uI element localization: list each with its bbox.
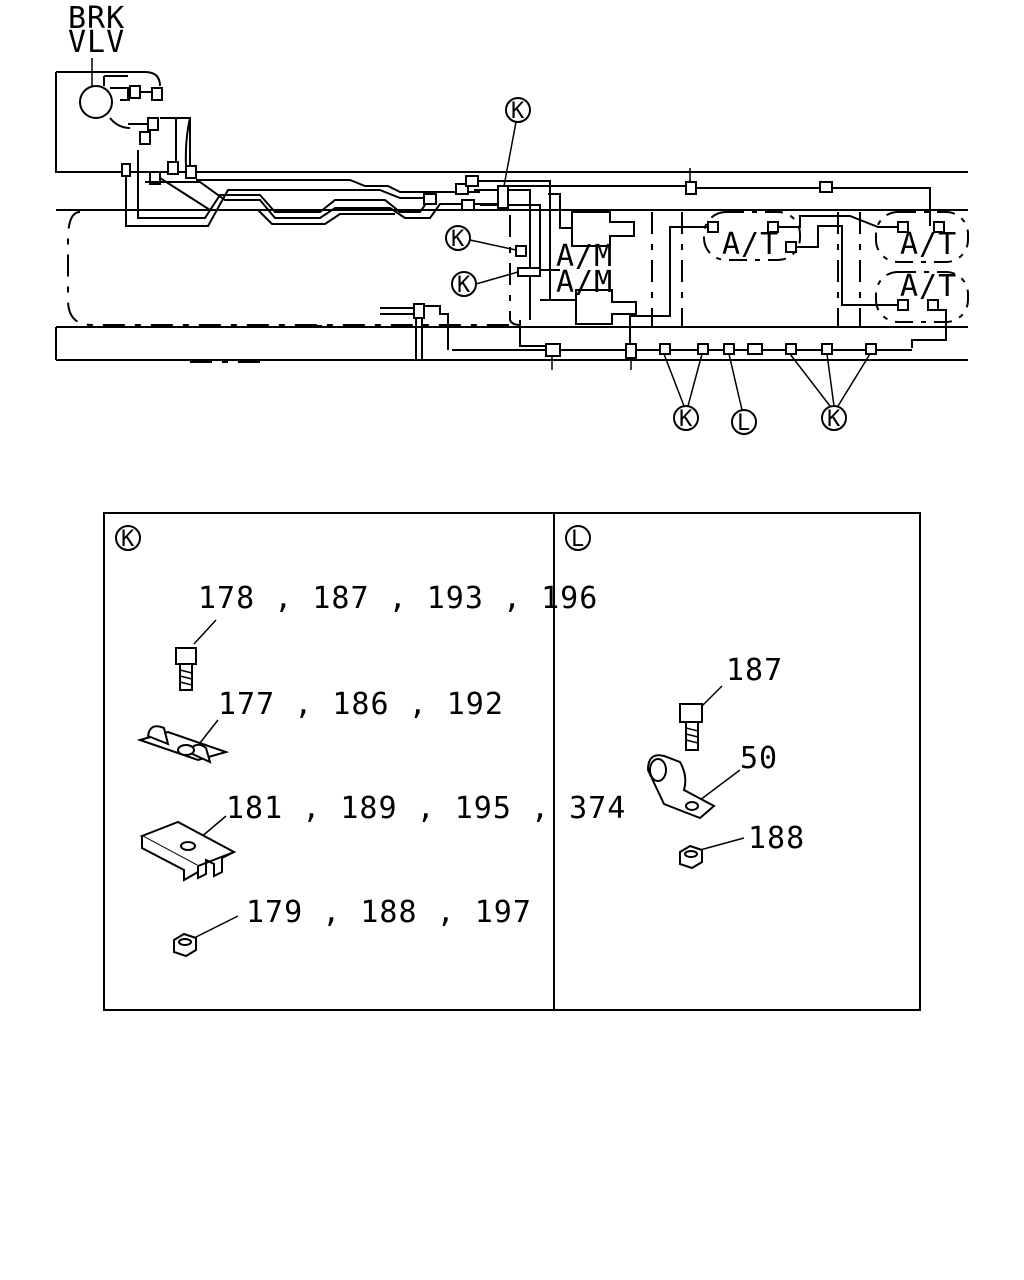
pipe-main-5	[196, 179, 458, 193]
brake-valve-label-line2: VLV	[68, 25, 125, 60]
k-bracket-part-numbers: 181 , 189 , 195 , 374	[226, 791, 626, 826]
bolt-icon	[175, 619, 217, 691]
at-right-upper-label: A/T	[900, 227, 957, 262]
piping-assembly: BRK VLV	[55, 1, 969, 436]
pipe-clamp-icon	[646, 754, 741, 820]
nut-icon-l	[679, 837, 745, 870]
k-nut-part-numbers: 179 , 188 , 197	[246, 895, 532, 930]
am-lower-label: A/M	[556, 265, 613, 300]
frame-outline-upper	[55, 71, 968, 173]
pipe-clip-icon	[136, 719, 230, 764]
pipe-main-2	[137, 150, 431, 219]
detail-k-panel: K 178 , 187 , 193 , 196 177 , 186 , 192 …	[115, 525, 626, 958]
k-bolt-part-numbers: 178 , 187 , 193 , 196	[198, 581, 598, 616]
at-unit-right-upper	[875, 211, 969, 263]
nut-icon	[173, 915, 239, 958]
detail-panels: K 178 , 187 , 193 , 196 177 , 186 , 192 …	[103, 512, 921, 1011]
am-unit-lower	[575, 289, 637, 325]
at-unit-middle	[703, 211, 801, 261]
callout-k-bottom-left: K	[679, 407, 693, 432]
brake-valve-label-line1: BRK	[68, 1, 125, 36]
detail-frame	[103, 512, 921, 1011]
pipe-main-1	[125, 176, 420, 227]
am-unit-upper	[571, 211, 635, 247]
at-right-lower-label: A/T	[900, 269, 957, 304]
pipe-main-3	[145, 181, 500, 219]
detail-l-marker: L	[571, 527, 584, 552]
bracket-icon	[139, 815, 237, 882]
detail-l-panel: L 187 50 188	[565, 525, 805, 870]
l-bolt-part-numbers: 187	[726, 653, 783, 688]
at-unit-right-lower	[875, 271, 969, 323]
detail-k-marker: K	[121, 527, 135, 552]
callout-k-top: K	[511, 99, 525, 124]
cross-member-outline	[67, 211, 520, 326]
callout-k-bottom-right: K	[827, 407, 841, 432]
callout-k-mid1: K	[451, 227, 465, 252]
pipe-main-4	[159, 177, 395, 225]
am-upper-label: A/M	[556, 239, 613, 274]
bolt-icon-l	[679, 685, 723, 751]
brake-valve-icon	[79, 85, 113, 119]
l-clamp-part-numbers: 50	[740, 741, 778, 776]
callout-l-bottom: L	[737, 411, 750, 436]
callout-k-mid2: K	[457, 273, 471, 298]
k-clip-part-numbers: 177 , 186 , 192	[218, 687, 504, 722]
l-nut-part-numbers: 188	[748, 821, 805, 856]
frame-rail-bottom	[55, 326, 968, 361]
